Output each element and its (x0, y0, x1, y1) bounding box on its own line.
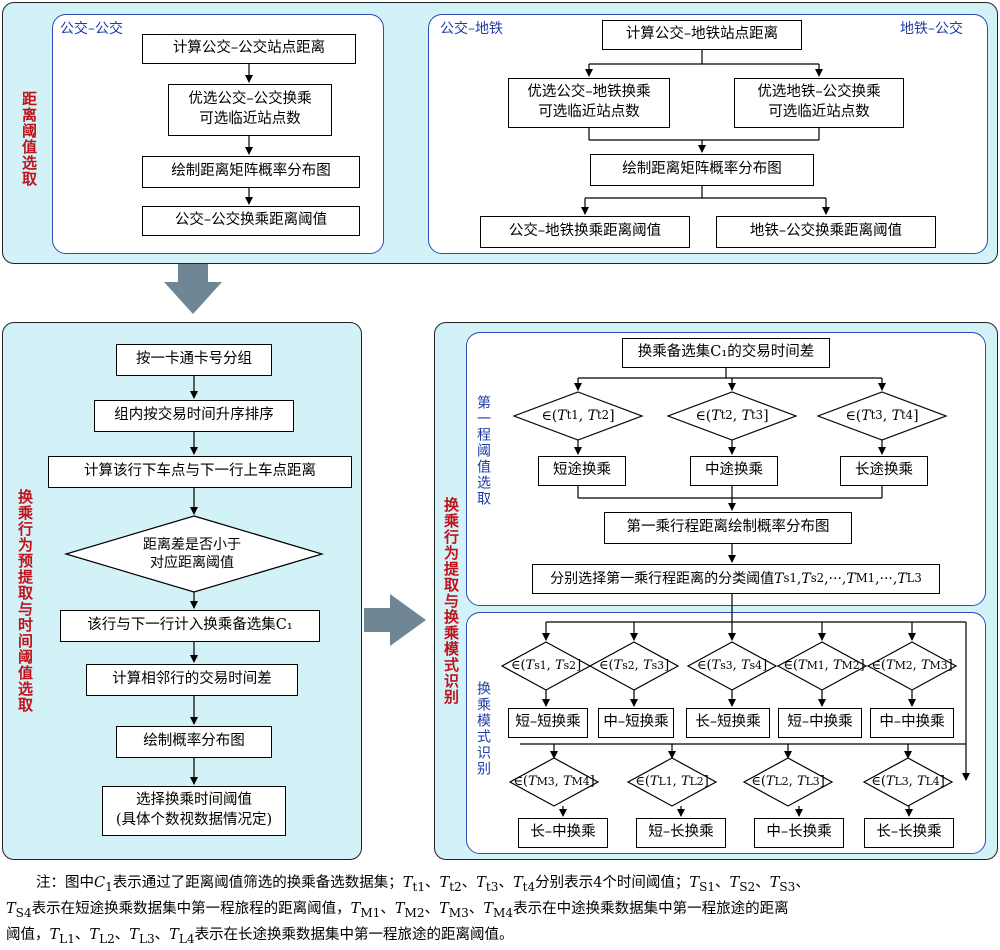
bm-out-left: 公交–地铁换乘距离阈值 (480, 216, 690, 248)
step-select-time-threshold: 选择换乘时间阈值 (具体个数视数据情况定) (102, 786, 286, 836)
short-short-box: 短–短换乘 (508, 708, 588, 738)
big-arrow-down (164, 264, 222, 314)
step-time-diff: 计算相邻行的交易时间差 (86, 664, 298, 696)
note-line-1: 注：图中C1表示通过了距离阈值筛选的换乘备选数据集；Tt1、Tt2、Tt3、Tt… (36, 875, 810, 894)
bus-metro-title: 公交–地铁 (440, 21, 503, 37)
dist-diamond-6 (508, 757, 600, 807)
step-sort-time: 组内按交易时间升序排序 (94, 400, 294, 432)
bm-right-select: 优选地铁–公交换乘 可选临近站点数 (734, 78, 904, 128)
distance-decision-text-overlay: 距离差是否小于 对应距离阈值 (143, 536, 241, 571)
bm-out-right: 地铁–公交换乘距离阈值 (716, 216, 936, 248)
medium-long-box: 中–长换乘 (754, 818, 844, 848)
dist-diamond-9 (862, 757, 954, 807)
dist-diamond-7 (626, 757, 718, 807)
bm-step-1: 计算公交–地铁站点距离 (602, 20, 802, 50)
note-line-3: 阈值，TL1、TL2、TL3、TL4表示在长途换乘数据集中第一程旅途的距离阈值。 (6, 926, 514, 946)
bus-bus-title: 公交–公交 (60, 21, 123, 37)
bm-left-select: 优选公交–地铁换乘 可选临近站点数 (508, 78, 670, 128)
metro-bus-title: 地铁–公交 (900, 21, 963, 37)
first-trip-threshold-label: 第一程阈值选取 (475, 395, 491, 507)
time-diff-box: 换乘备选集C₁的交易时间差 (622, 338, 830, 368)
first-trip-plot-box: 第一乘行程距离绘制概率分布图 (604, 512, 852, 544)
step-group-by-card: 按一卡通卡号分组 (116, 344, 272, 376)
step-plot-distribution: 绘制概率分布图 (116, 726, 272, 758)
long-long-box: 长–长换乘 (864, 818, 954, 848)
bb-step-3: 绘制距离矩阵概率分布图 (142, 156, 360, 188)
mode-recognition-label: 换乘模式识别 (475, 681, 491, 777)
figure-note: 注：图中C1表示通过了距离阈值筛选的换乘备选数据集；Tt1、Tt2、Tt3、Tt… (6, 872, 986, 950)
medium-transfer-box: 中途换乘 (690, 456, 778, 486)
extraction-label: 换乘行为提取与换乘模式识别 (442, 497, 460, 705)
note-line-2: TS4表示在短途换乘数据集中第一程旅程的距离阈值，TM1、TM2、TM3、TM4… (6, 900, 789, 920)
big-arrow-right (364, 594, 426, 646)
long-short-box: 长–短换乘 (686, 708, 770, 738)
bm-plot: 绘制距离矩阵概率分布图 (590, 154, 814, 186)
short-long-box: 短–长换乘 (636, 818, 726, 848)
long-medium-box: 长–中换乘 (518, 818, 608, 848)
bus-metro-section (428, 14, 988, 254)
bb-step-4: 公交–公交换乘距离阈值 (142, 206, 360, 236)
distance-threshold-label: 距离阈值选取 (20, 91, 38, 187)
dist-diamond-8 (742, 757, 834, 807)
short-transfer-box: 短途换乘 (538, 456, 626, 486)
pre-extraction-label: 换乘行为预提取与时间阈值选取 (16, 489, 34, 713)
step-compute-distance: 计算该行下车点与下一行上车点距离 (48, 456, 352, 488)
bb-step-1: 计算公交–公交站点距离 (142, 34, 356, 64)
short-medium-box: 短–中换乘 (778, 708, 862, 738)
step-add-candidate: 该行与下一行计入换乘备选集C₁ (60, 610, 320, 642)
long-transfer-box: 长途换乘 (840, 456, 928, 486)
bb-step-2: 优选公交–公交换乘 可选临近站点数 (168, 84, 332, 136)
medium-medium-box: 中–中换乘 (870, 708, 954, 738)
medium-short-box: 中–短换乘 (598, 708, 674, 738)
